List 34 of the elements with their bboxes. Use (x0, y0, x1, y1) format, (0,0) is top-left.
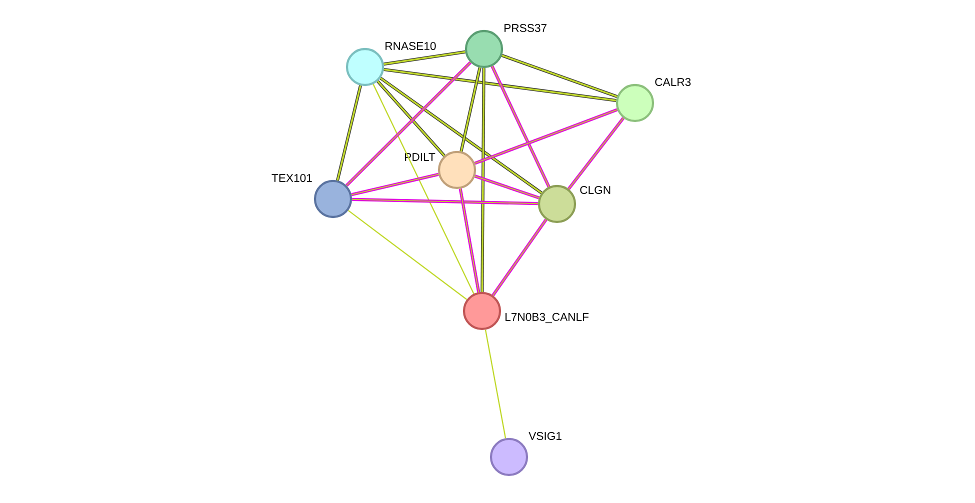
protein-node: RNASE10 (346, 42, 436, 86)
interaction-line (384, 50, 466, 66)
interaction-line (492, 218, 548, 296)
protein-node: PRSS37 (464, 24, 546, 68)
interaction-line (380, 76, 542, 194)
node-label: VSIG1 (528, 432, 562, 440)
interaction-line (501, 54, 618, 98)
node-label: PRSS37 (504, 24, 546, 32)
interaction-line (460, 67, 482, 152)
interaction-line (351, 172, 439, 196)
protein-node: L7N0B3_CANLF (462, 292, 589, 330)
interaction-line (490, 66, 550, 188)
interaction-line (474, 108, 618, 165)
node-label: CLGN (580, 186, 610, 194)
interaction-line (345, 61, 472, 187)
node-label: L7N0B3_CANLF (506, 312, 589, 324)
node-label: CALR3 (655, 78, 691, 86)
protein-node: TEX101 (272, 174, 352, 218)
protein-node: CALR3 (616, 78, 691, 122)
interaction-line (336, 85, 362, 181)
node-label: RNASE10 (386, 42, 436, 50)
interaction-line (458, 188, 480, 293)
node-label: TEX101 (272, 174, 312, 182)
interaction-line (372, 84, 474, 294)
interaction-line (348, 210, 468, 300)
interaction-line (480, 68, 486, 292)
protein-node: VSIG1 (490, 432, 562, 476)
interaction-line (384, 68, 616, 102)
interaction-line (484, 330, 506, 438)
interaction-line (567, 117, 625, 190)
interaction-line (376, 80, 446, 157)
protein-node: CLGN (538, 184, 610, 224)
interaction-line (352, 198, 538, 206)
interaction-line (474, 174, 540, 200)
